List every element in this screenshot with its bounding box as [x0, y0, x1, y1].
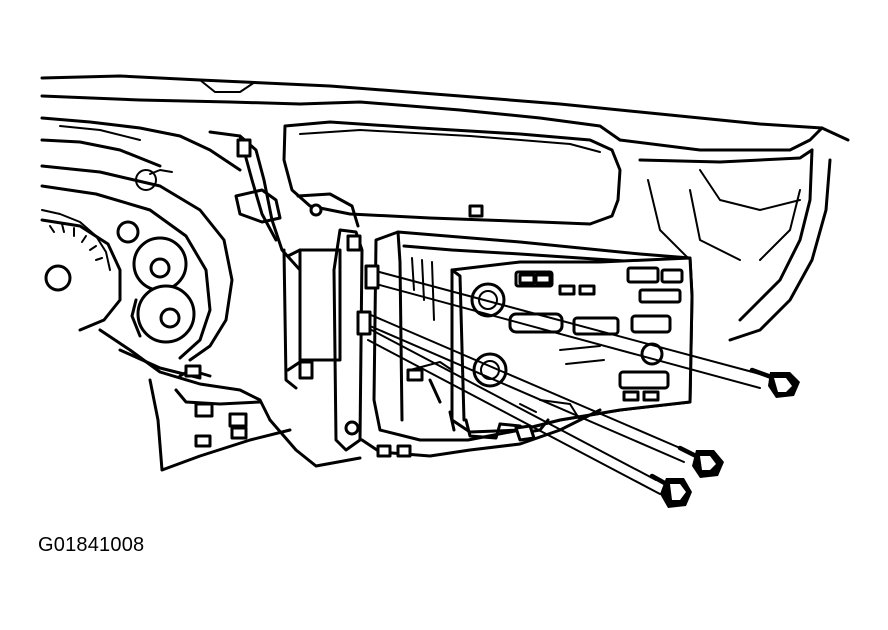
bolt-icon-middle	[677, 445, 724, 478]
bolt-icon-lower	[649, 473, 692, 508]
figure-id-label: G01841008	[38, 534, 145, 556]
bolt-icon-upper	[749, 367, 800, 398]
instrument-panel-outline	[40, 74, 850, 342]
center-display-opening	[282, 120, 622, 226]
volume-knob-icon	[470, 282, 506, 318]
bolt-guide-lines	[356, 264, 761, 495]
instrument-cluster	[40, 164, 234, 380]
radio-mounting-bracket	[208, 130, 364, 452]
lower-left-panel	[98, 328, 362, 472]
